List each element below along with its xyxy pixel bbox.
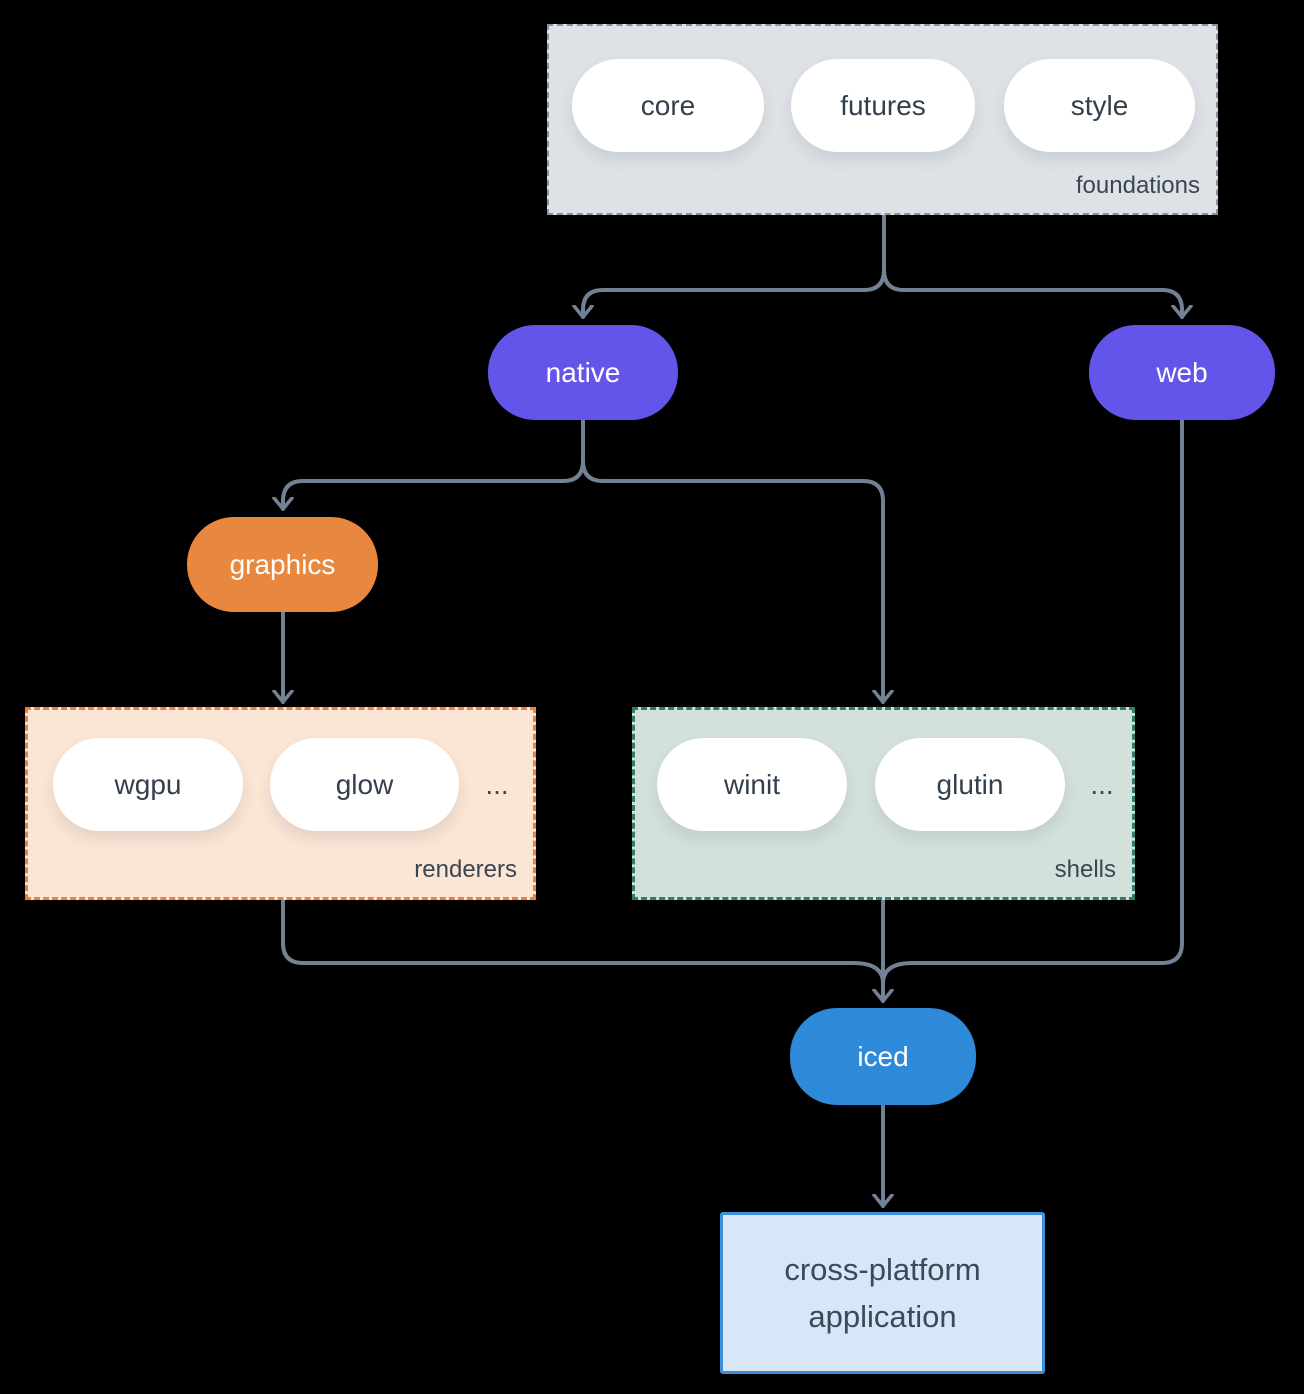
iced-node: iced — [790, 1008, 976, 1105]
pill-glow-label: glow — [335, 768, 394, 800]
pill-style: style — [1004, 59, 1195, 152]
pill-futures-label: futures — [840, 89, 926, 121]
shells-ellipsis: ... — [1090, 768, 1114, 800]
renderers-group: wgpu glow ... renderers — [25, 707, 536, 900]
edge-native-shells — [581, 419, 883, 704]
native-node: native — [488, 325, 678, 420]
edge-foundations-native — [583, 214, 886, 319]
pill-core-label: core — [640, 89, 696, 121]
edge-foundations-web — [882, 214, 1182, 319]
application-node: cross-platform application — [720, 1212, 1045, 1374]
pill-futures: futures — [791, 59, 975, 152]
pill-winit: winit — [657, 738, 847, 831]
pill-glutin-label: glutin — [936, 768, 1004, 800]
web-node: web — [1089, 325, 1275, 420]
renderers-label: renderers — [414, 856, 517, 883]
shells-group: winit glutin ... shells — [632, 707, 1135, 900]
shells-label: shells — [1054, 856, 1116, 883]
pill-style-label: style — [1070, 89, 1129, 121]
pill-glutin: glutin — [875, 738, 1065, 831]
edge-native-graphics — [283, 419, 585, 511]
iced-label: iced — [857, 1040, 909, 1072]
pill-winit-label: winit — [723, 768, 780, 800]
foundations-group: core futures style foundations — [547, 24, 1218, 215]
pill-glow: glow — [270, 738, 459, 831]
graphics-label: graphics — [229, 548, 336, 580]
renderers-ellipsis: ... — [485, 768, 509, 800]
pill-core: core — [572, 59, 764, 152]
edge-renderers-merge — [281, 899, 885, 985]
web-label: web — [1156, 356, 1208, 388]
pill-wgpu: wgpu — [53, 738, 243, 831]
pill-wgpu-label: wgpu — [114, 768, 182, 800]
native-label: native — [545, 356, 621, 388]
graphics-node: graphics — [187, 517, 378, 612]
application-label-line1: cross-platform — [784, 1252, 981, 1287]
application-label-line2: application — [808, 1299, 957, 1334]
foundations-label: foundations — [1075, 172, 1200, 199]
